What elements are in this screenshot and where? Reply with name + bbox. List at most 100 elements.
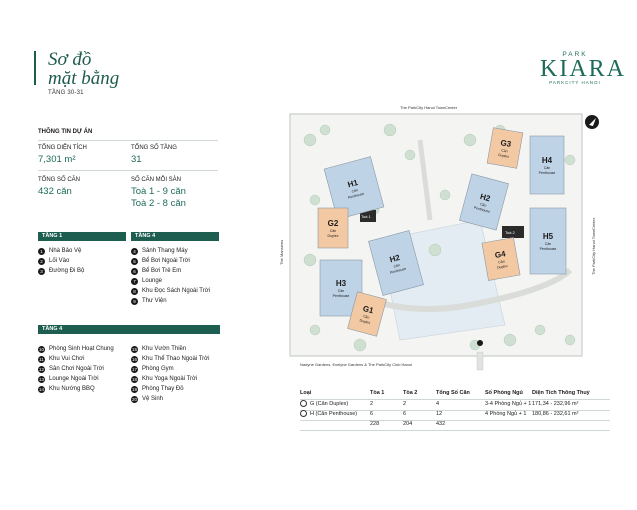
building-type: Penthouse	[389, 267, 406, 275]
cell-text: 432	[436, 421, 446, 427]
legend-number: 8	[131, 287, 138, 295]
cell-text: Tổng Số Căn	[436, 390, 470, 396]
legend-label: Lounge	[142, 278, 163, 284]
building-unit-word: Căn	[544, 166, 550, 170]
compass-icon	[585, 115, 599, 129]
legend-number: 18	[131, 375, 138, 383]
table-cell: 204	[403, 420, 412, 429]
divider	[300, 410, 610, 411]
table-cell: Tòa 1	[370, 389, 384, 398]
kiara-logo: PARK KIARA PARKCITY HANOI	[540, 51, 624, 85]
building-type: Penthouse	[540, 247, 557, 251]
total-floors-label: TỔNG SỐ TẦNG	[131, 145, 177, 151]
table-cell: 4	[436, 400, 439, 409]
legend-label: Khu Nướng BBQ	[49, 386, 95, 392]
table-cell: 432	[436, 420, 445, 429]
title-accent-bar	[34, 51, 36, 85]
legend-label: Nhà Bảo Vệ	[49, 248, 82, 254]
table-cell: Tổng Số Căn	[436, 389, 470, 398]
legend-number: 17	[131, 365, 138, 373]
building-type: Duplex	[328, 234, 339, 238]
legend-number: 20	[131, 395, 138, 403]
legend-number: 15	[131, 345, 138, 353]
building-unit-word: Căn	[498, 259, 505, 264]
cell-text: H (Căn Penthouse)	[310, 411, 358, 417]
units-per-floor-tower2: Toà 2 - 8 căn	[131, 198, 186, 209]
buildings-group: H1CănPenthouseG2CănDuplexH2CănPenthouseH…	[317, 127, 567, 337]
total-area-value: 7,301 m²	[38, 154, 76, 165]
table-cell: Số Phòng Ngủ	[485, 389, 523, 398]
legend-number: 3	[38, 267, 45, 275]
tower2-core	[502, 226, 524, 238]
building-type: Duplex	[359, 318, 371, 325]
table-cell: G (Căn Duplex)	[300, 400, 348, 409]
table-cell: 12	[436, 410, 442, 419]
radio-circle-icon	[300, 400, 307, 408]
left-road-label: The Mansions	[279, 240, 284, 265]
cell-text: 6	[370, 411, 374, 417]
table-cell: Diện Tích Thông Thuỷ	[532, 389, 590, 398]
total-area-label: TỔNG DIỆN TÍCH	[38, 145, 87, 151]
table-cell: Loại	[300, 389, 311, 398]
building-name: G2	[328, 219, 339, 228]
top-road-label: The ParkCity Hanoi TownCenter	[400, 105, 458, 110]
entrance-marker	[477, 340, 483, 346]
divider	[300, 399, 610, 400]
table-cell: H (Căn Penthouse)	[300, 410, 357, 419]
legend-label: Bể Bơi Trẻ Em	[142, 268, 182, 274]
building-type: Duplex	[497, 264, 509, 270]
legend-label: Khu Thể Thao Ngoài Trời	[142, 356, 210, 362]
building-name: H4	[542, 156, 553, 165]
building-shape	[529, 207, 567, 275]
legend-item: 17 Phòng Gym	[131, 364, 231, 374]
entrance-path	[476, 351, 484, 371]
project-info-heading: THÔNG TIN DỰ ÁN	[38, 129, 93, 135]
cell-text: 204	[403, 421, 413, 427]
cell-text: Loại	[300, 390, 312, 396]
legend-label: Khu Vui Chơi	[49, 356, 85, 362]
building-shape	[529, 135, 565, 195]
tower2-label: Toà 2	[505, 230, 516, 235]
building-unit-word: Căn	[393, 263, 400, 269]
building-unit-word: Căn	[545, 242, 551, 246]
legend-number: 14	[38, 385, 45, 393]
legend-number: 10	[38, 345, 45, 353]
legend-number: 1	[38, 247, 45, 255]
building-type: Penthouse	[347, 192, 364, 200]
legend-number: 9	[131, 297, 138, 305]
building-unit-word: Căn	[351, 188, 358, 194]
building-shape	[486, 127, 524, 169]
right-road-label: The ParkCity Hanoi TownCenter	[591, 217, 596, 275]
divider	[38, 140, 218, 141]
legend-label: Bể Bơi Ngoài Trời	[142, 258, 190, 264]
cell-text: 12	[436, 411, 443, 417]
legend-label: Phòng Thay Đồ	[142, 386, 184, 392]
legend-item: 14 Khu Nướng BBQ	[38, 384, 130, 394]
building-shape	[459, 173, 509, 231]
table-cell: 3-4 Phòng Ngủ + 1	[485, 400, 531, 409]
building-name: H3	[336, 279, 347, 288]
divider	[300, 420, 610, 421]
legend-label: Phòng Gym	[142, 366, 174, 372]
tower1-label: Toà 1	[361, 214, 372, 219]
table-cell: 180,86 - 232,61 m²	[532, 410, 578, 419]
table-cell: 2	[403, 400, 406, 409]
